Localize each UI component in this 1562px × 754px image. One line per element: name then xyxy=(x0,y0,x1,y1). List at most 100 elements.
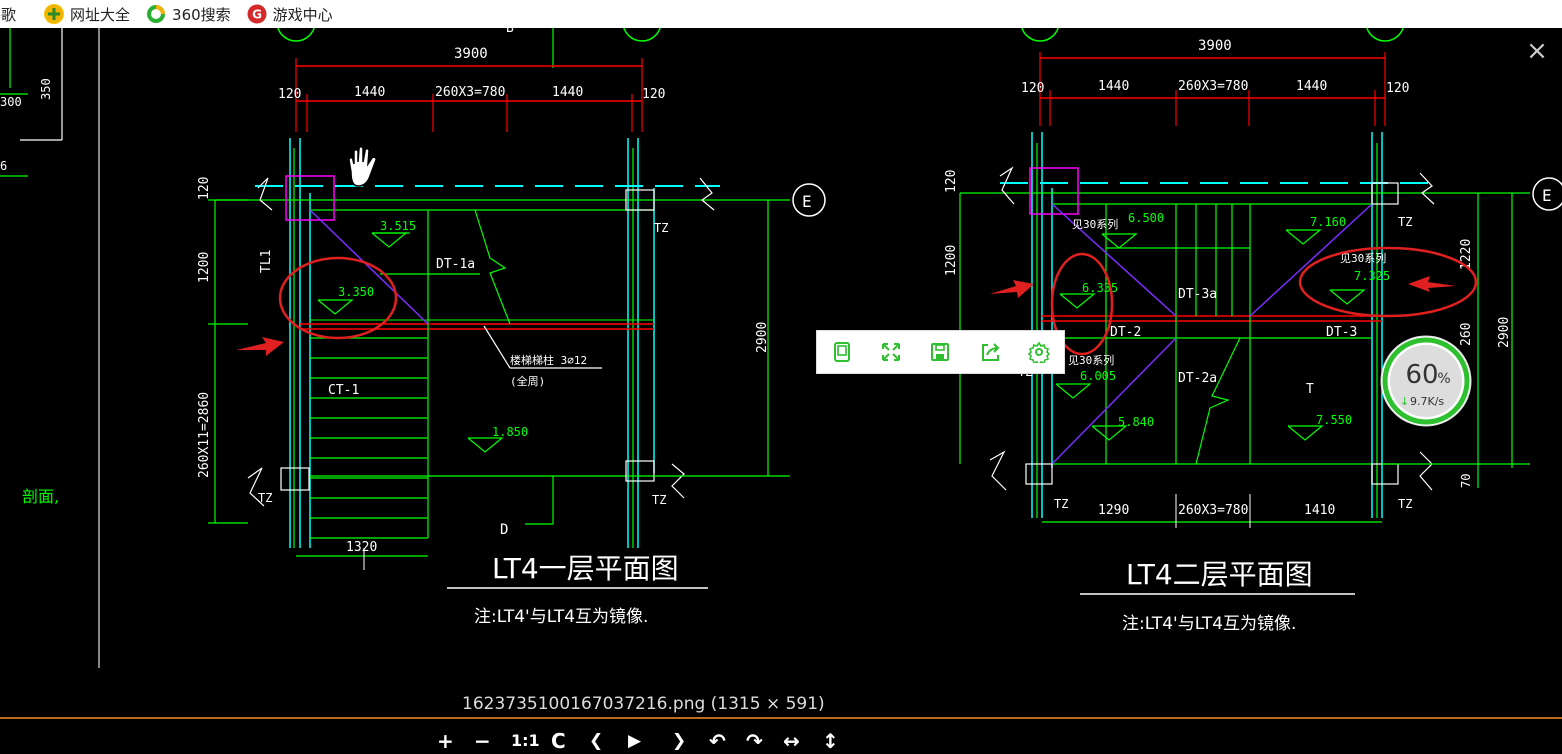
bookmark-label: 游戏中心 xyxy=(272,5,333,24)
bookmarks-bar: 谷歌 网址大全 360搜索 G 游戏中心 xyxy=(0,0,1562,28)
image-viewer: 300 350 6 剖面, B 3900 120 1440 260X3=780 xyxy=(0,28,1562,754)
plan2-note-3: 见30系列 xyxy=(1068,353,1114,367)
plan2-dim-v1200: 1200 xyxy=(944,245,959,276)
fit-page-button[interactable] xyxy=(829,339,855,365)
flip-vertical-button[interactable]: ↕ xyxy=(822,729,839,753)
bookmark-google[interactable]: 谷歌 xyxy=(0,4,16,25)
plan1-dim-v1200: 1200 xyxy=(197,252,212,283)
plan1-label-ct1: CT-1 xyxy=(328,383,359,398)
annotation-arrow xyxy=(1408,276,1456,292)
plan2-elev-7: 7.550 xyxy=(1316,413,1352,427)
plan1-dim-v2900: 2900 xyxy=(755,322,770,353)
viewer-controls: + − 1:1 C ❮ ▶ ❯ ↶ ↷ ↔ ↕ xyxy=(0,728,1562,754)
left-dim-300: 300 xyxy=(0,95,22,109)
fullscreen-button[interactable] xyxy=(878,339,904,365)
annotation-arrow xyxy=(236,337,284,356)
plan2-label-dt2a: DT-2a xyxy=(1178,371,1217,386)
plan1-elev-1: 3.515 xyxy=(380,219,416,233)
download-speed: 9.7K/s xyxy=(1410,395,1444,408)
flip-horizontal-button[interactable]: ↔ xyxy=(783,729,800,753)
bookmark-360-search[interactable]: 360搜索 xyxy=(146,4,231,25)
next-button[interactable]: ❯ xyxy=(672,731,687,751)
plan1-note-rebar-1: 楼梯梯柱 3⌀12 xyxy=(510,353,587,367)
plan2-dim-stairs: 260X3=780 xyxy=(1178,79,1248,94)
plan2-elev-5: 6.005 xyxy=(1080,369,1116,383)
plan2-dim-120-right: 120 xyxy=(1386,81,1409,96)
progress-ring: 60 % ↓ 9.7K/s xyxy=(1380,335,1472,427)
bookmark-site-directory[interactable]: 网址大全 xyxy=(44,4,130,25)
plan1-label-tz3: TZ xyxy=(652,493,666,507)
plan2-elev-4: 6.335 xyxy=(1082,281,1118,295)
rotate-reset-button[interactable]: C xyxy=(551,729,566,753)
plan1-label-tz2: TZ xyxy=(258,491,272,505)
hand-cursor-icon xyxy=(348,146,377,187)
plan1-label-dt1a: DT-1a xyxy=(436,257,475,272)
site-directory-icon xyxy=(44,4,65,24)
annotation-circle xyxy=(1298,246,1478,318)
plan1-dim-v120: 120 xyxy=(197,177,212,200)
download-arrow-icon: ↓ xyxy=(1400,395,1409,408)
plan1-dim-stairs: 260X3=780 xyxy=(435,85,505,100)
bookmark-game-center[interactable]: G 游戏中心 xyxy=(247,4,333,25)
plan2-dim-120-left: 120 xyxy=(1021,81,1044,96)
plan2-dim-total: 3900 xyxy=(1198,38,1232,54)
zoom-out-button[interactable]: − xyxy=(474,729,491,753)
speed-widget[interactable]: 60 % ↓ 9.7K/s xyxy=(1378,333,1474,429)
share-button[interactable] xyxy=(977,339,1003,365)
zoom-in-button[interactable]: + xyxy=(437,729,454,753)
expand-icon xyxy=(882,343,901,361)
caption-divider xyxy=(0,717,1562,719)
plan2-label-tz3: TZ xyxy=(1054,497,1068,511)
rotate-right-button[interactable]: ↷ xyxy=(746,729,763,753)
plan2-dim-v70: 70 xyxy=(1459,474,1473,488)
plan2-elev-3: 7.325 xyxy=(1354,269,1390,283)
play-button[interactable]: ▶ xyxy=(628,731,642,751)
close-button[interactable]: × xyxy=(1526,36,1548,66)
plan2-elev-6: 5.840 xyxy=(1118,415,1154,429)
plan2-label-dt3a: DT-3a xyxy=(1178,287,1217,302)
plan1-label-tl1: TL1 xyxy=(259,250,274,273)
plan1-dim-120-right: 120 xyxy=(642,87,665,102)
plan1-label-tz1: TZ xyxy=(654,221,668,235)
previous-button[interactable]: ❮ xyxy=(589,731,604,751)
plan1-dim-120-left: 120 xyxy=(278,87,301,102)
360-search-icon xyxy=(146,4,166,24)
plan2-elev-1: 6.500 xyxy=(1128,211,1164,225)
left-dim-350: 350 xyxy=(39,78,53,100)
plan1-axis-e: E xyxy=(802,192,812,211)
plan1-dim-v-stairs: 260X11=2860 xyxy=(197,392,212,478)
actual-size-button[interactable]: 1:1 xyxy=(511,731,540,750)
plan1-note-rebar-2: (全周) xyxy=(510,374,545,388)
plan1-dim-1440-left: 1440 xyxy=(354,85,385,100)
plan2-label-dt2: DT-2 xyxy=(1110,325,1141,340)
plan2-dim-v120: 120 xyxy=(944,170,959,193)
left-section-label: 剖面, xyxy=(22,487,59,506)
rotate-left-button[interactable]: ↶ xyxy=(709,729,726,753)
plan2-note-2: 见30系列 xyxy=(1340,251,1386,265)
cad-drawing: 300 350 6 剖面, B 3900 120 1440 260X3=780 xyxy=(0,28,1562,668)
annotation-circle xyxy=(278,256,398,340)
zoom-percent: 60 xyxy=(1405,360,1438,390)
gear-icon xyxy=(1028,341,1051,363)
plan2-label-tz4: TZ xyxy=(1398,497,1412,511)
plan2-dim-1440-right: 1440 xyxy=(1296,79,1327,94)
bookmark-label: 谷歌 xyxy=(0,5,17,24)
tablet-icon xyxy=(833,342,850,362)
save-button[interactable] xyxy=(927,339,953,365)
share-icon xyxy=(981,343,1000,361)
plan1-title: LT4一层平面图 xyxy=(492,552,679,585)
bookmark-label: 网址大全 xyxy=(70,5,131,24)
left-fragment-6: 6 xyxy=(0,159,7,173)
plan-1: B 3900 120 1440 260X3=780 1440 120 xyxy=(197,28,826,627)
plan2-dim-b-stairs: 260X3=780 xyxy=(1178,503,1248,518)
plan2-label-dt3: DT-3 xyxy=(1326,325,1357,340)
plan2-dim-b-1290: 1290 xyxy=(1098,503,1129,518)
plan2-note-1: 见30系列 xyxy=(1072,217,1118,231)
file-caption: 1623735100167037216.png (1315 × 591) xyxy=(462,694,825,714)
plan1-note: 注:LT4'与LT4互为镜像. xyxy=(474,607,648,627)
annotation-arrow xyxy=(990,280,1034,298)
plan2-elev-2: 7.160 xyxy=(1310,215,1346,229)
plan1-dim-bottom: 1320 xyxy=(346,540,377,555)
settings-button[interactable] xyxy=(1026,339,1052,365)
plan2-note: 注:LT4'与LT4互为镜像. xyxy=(1122,614,1296,634)
